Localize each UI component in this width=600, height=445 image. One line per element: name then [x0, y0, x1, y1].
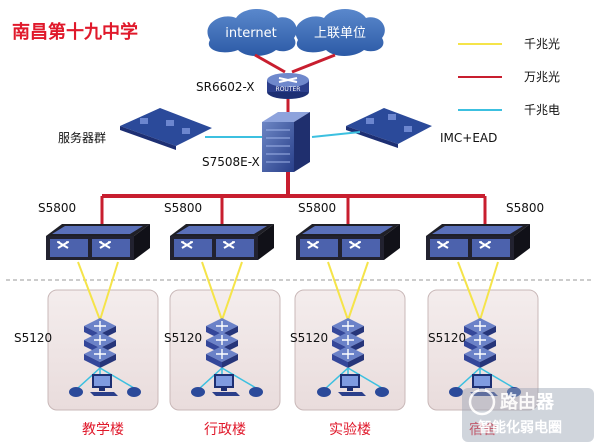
core-switch-icon — [262, 112, 310, 172]
watermark-line1: 路由器 — [500, 391, 555, 413]
access-label-4: S5120 — [428, 331, 466, 345]
link-internet-router — [254, 53, 286, 74]
cloud-label-internet: internet — [225, 26, 276, 41]
watermark-logo-icon — [468, 388, 496, 416]
watermark: 路由器 智能化弱电圈 — [462, 388, 594, 442]
access-switch-stack-icon-2 — [205, 317, 239, 369]
cloud-internet: internet — [207, 9, 297, 56]
diagram-title: 南昌第十九中学 — [12, 21, 138, 43]
access-switch-stack-icon-3 — [331, 317, 365, 369]
distribution-switch-icon-4 — [425, 223, 531, 261]
router-badge: ROUTER — [276, 86, 301, 93]
core-switch-label: S7508E-X — [202, 155, 260, 169]
access-switch-stack-icon-1 — [83, 317, 117, 369]
legend-label-gigabit-fiber: 千兆光 — [524, 37, 560, 51]
building-name-3: 实验楼 — [329, 422, 371, 438]
dist-label-4: S5800 — [506, 201, 544, 215]
distribution-switch-icon-2 — [169, 223, 275, 261]
cloud-label-upstream: 上联单位 — [314, 26, 366, 41]
legend: 千兆光 万兆光 千兆电 — [458, 37, 560, 117]
imc-ead-label: IMC+EAD — [440, 131, 497, 145]
router-icon: ROUTER — [267, 73, 309, 99]
legend-label-10g-fiber: 万兆光 — [524, 70, 560, 84]
distribution-switch-icon-3 — [295, 223, 401, 261]
access-label-3: S5120 — [290, 331, 328, 345]
access-switch-stack-icon-4 — [463, 317, 497, 369]
dist-label-3: S5800 — [298, 201, 336, 215]
router-label: SR6602-X — [196, 80, 254, 94]
dist-label-1: S5800 — [38, 201, 76, 215]
building-name-4: 宿舍 — [469, 421, 497, 438]
building-name-1: 教学楼 — [82, 422, 124, 438]
link-upstream-router — [291, 53, 336, 74]
legend-label-gigabit-copper: 千兆电 — [524, 103, 560, 117]
watermark-line2: 智能化弱电圈 — [477, 419, 562, 436]
dist-label-2: S5800 — [164, 201, 202, 215]
access-label-2: S5120 — [164, 331, 202, 345]
link-imc-core — [311, 131, 361, 138]
server-group-icon — [120, 108, 212, 150]
cloud-upstream: 上联单位 — [295, 9, 385, 56]
server-group-label: 服务器群 — [58, 130, 106, 145]
imc-ead-icon — [346, 108, 432, 148]
building-name-2: 行政楼 — [204, 422, 246, 438]
gigabit-fiber-links — [77, 261, 499, 321]
distribution-switch-icon-1 — [45, 223, 151, 261]
access-label-1: S5120 — [14, 331, 52, 345]
